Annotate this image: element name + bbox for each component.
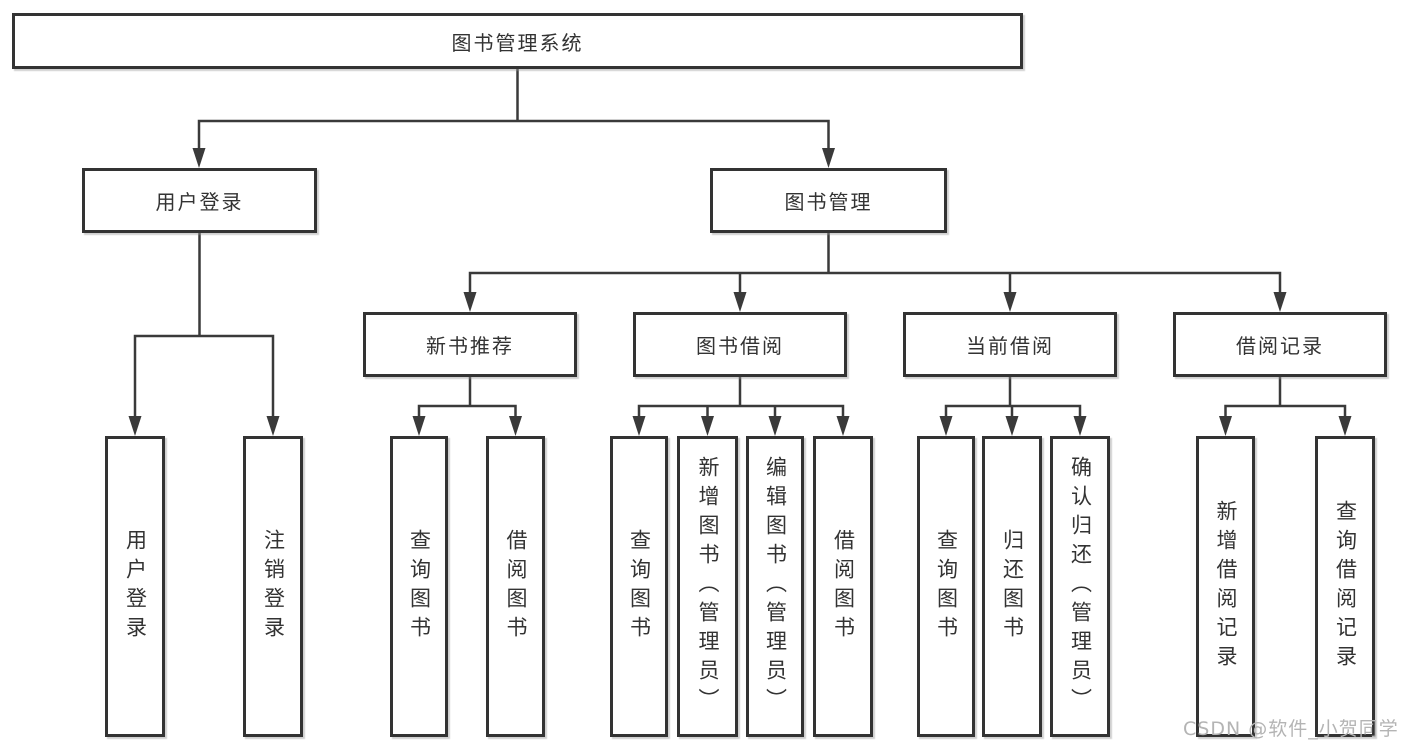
node-root: 图书管理系统 xyxy=(12,13,1023,69)
node-leaf-logout: 注销登录 xyxy=(243,436,303,737)
node-leaf-query-borrow-record: 查询借阅记录 xyxy=(1315,436,1375,737)
node-user-login: 用户登录 xyxy=(82,168,317,233)
watermark: CSDN @软件_小贺同学 xyxy=(1183,718,1399,740)
node-current-borrowing: 当前借阅 xyxy=(903,312,1117,377)
node-leaf-borrow-books: 借阅图书 xyxy=(813,436,873,737)
node-borrowing-records: 借阅记录 xyxy=(1173,312,1387,377)
node-book-management: 图书管理 xyxy=(710,168,947,233)
node-leaf-add-borrow-record: 新增借阅记录 xyxy=(1196,436,1255,737)
node-leaf-confirm-return-admin: 确认归还（管理员） xyxy=(1050,436,1110,737)
node-leaf-query-books-current: 查询图书 xyxy=(917,436,975,737)
node-leaf-add-book-admin: 新增图书（管理员） xyxy=(677,436,738,737)
node-book-borrowing: 图书借阅 xyxy=(633,312,847,377)
node-leaf-query-books-recommend: 查询图书 xyxy=(390,436,448,737)
node-leaf-edit-book-admin: 编辑图书（管理员） xyxy=(746,436,804,737)
node-new-book-recommend: 新书推荐 xyxy=(363,312,577,377)
node-leaf-borrow-books-recommend: 借阅图书 xyxy=(486,436,545,737)
node-leaf-query-books-borrow: 查询图书 xyxy=(610,436,668,737)
node-leaf-return-book: 归还图书 xyxy=(982,436,1042,737)
node-leaf-user-login: 用户登录 xyxy=(105,436,165,737)
